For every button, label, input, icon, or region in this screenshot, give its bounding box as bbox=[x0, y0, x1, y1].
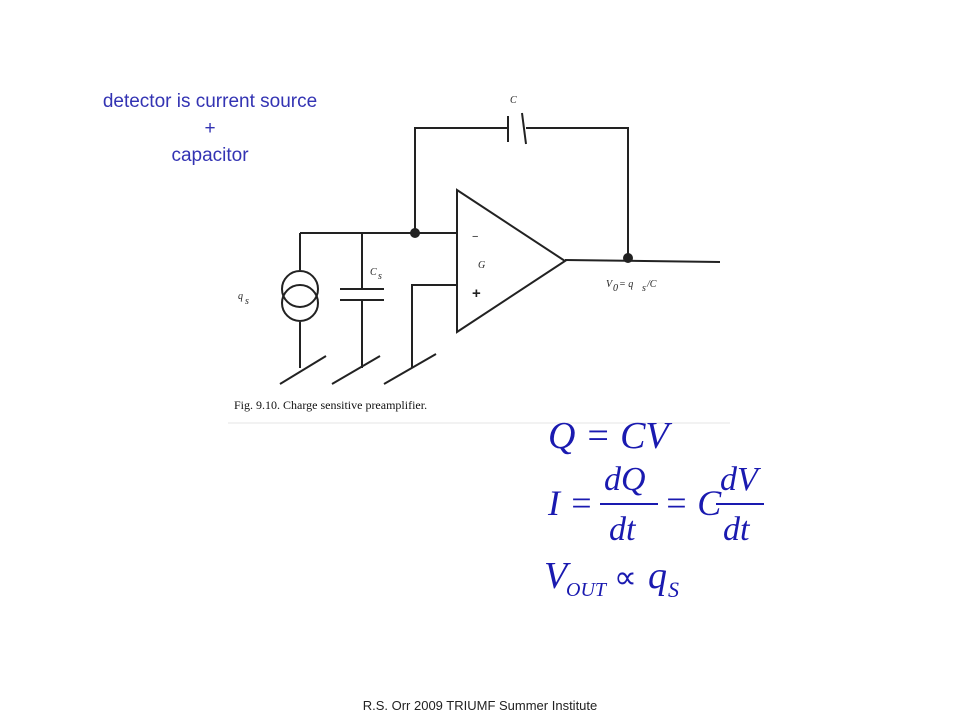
plus-input-wire bbox=[411, 284, 457, 368]
equation-3-q: q bbox=[648, 555, 667, 597]
feedback-wire-right bbox=[526, 127, 629, 258]
equation-3-subscript: OUT bbox=[566, 579, 608, 601]
cs-label: C bbox=[370, 267, 377, 278]
gain-label: G bbox=[478, 260, 485, 271]
equation-3-q-subscript: S bbox=[668, 577, 679, 602]
opamp-triangle bbox=[456, 188, 567, 334]
equation-1: Q = CV bbox=[548, 415, 672, 457]
equation-2-denominator: dt bbox=[609, 511, 637, 548]
feedback-wire-left bbox=[414, 127, 508, 233]
cs-label-sub: s bbox=[378, 271, 382, 282]
ground-stroke-1 bbox=[279, 355, 327, 385]
equation-2-numerator: dQ bbox=[604, 461, 646, 498]
output-label-v-sub: 0 bbox=[613, 283, 618, 294]
minus-label: − bbox=[472, 231, 478, 243]
ground-stroke-3 bbox=[383, 353, 437, 385]
output-node-dot bbox=[623, 253, 633, 263]
ground-stroke-2 bbox=[331, 355, 381, 385]
output-label-v: V bbox=[606, 279, 614, 290]
equation-3-proportional: ∝ bbox=[614, 559, 637, 595]
feedback-cap-plate-2 bbox=[521, 112, 527, 145]
output-label-tail: /C bbox=[646, 279, 657, 290]
equation-2-lhs: I = bbox=[547, 483, 593, 523]
source-label: q bbox=[238, 291, 243, 302]
circuit-wires bbox=[279, 112, 721, 385]
output-label-q-sub: s bbox=[642, 283, 646, 294]
caption-line-2: + bbox=[204, 118, 216, 139]
figure-caption: Fig. 9.10. Charge sensitive preamplifier… bbox=[234, 398, 427, 412]
plus-label: + bbox=[472, 285, 481, 302]
equation-2-numerator-2: dV bbox=[720, 461, 762, 498]
caption-block: detector is current source + capacitor bbox=[60, 88, 360, 169]
input-node-dot bbox=[410, 228, 420, 238]
caption-line-3: capacitor bbox=[171, 145, 249, 166]
equation-3-v: V bbox=[544, 555, 571, 597]
source-circle-1 bbox=[281, 270, 319, 308]
output-label-eq: = q bbox=[619, 279, 633, 290]
source-label-sub: s bbox=[245, 296, 249, 307]
output-wire bbox=[564, 259, 721, 263]
caption-line-1: detector is current source bbox=[102, 91, 318, 112]
equation-2-denominator-2: dt bbox=[723, 511, 751, 548]
footer: R.S. Orr 2009 TRIUMF Summer Institute bbox=[362, 698, 598, 713]
feedback-cap-label: C bbox=[510, 95, 517, 106]
source-circle-2 bbox=[281, 284, 319, 322]
equation-2-mid: = C bbox=[664, 483, 722, 523]
